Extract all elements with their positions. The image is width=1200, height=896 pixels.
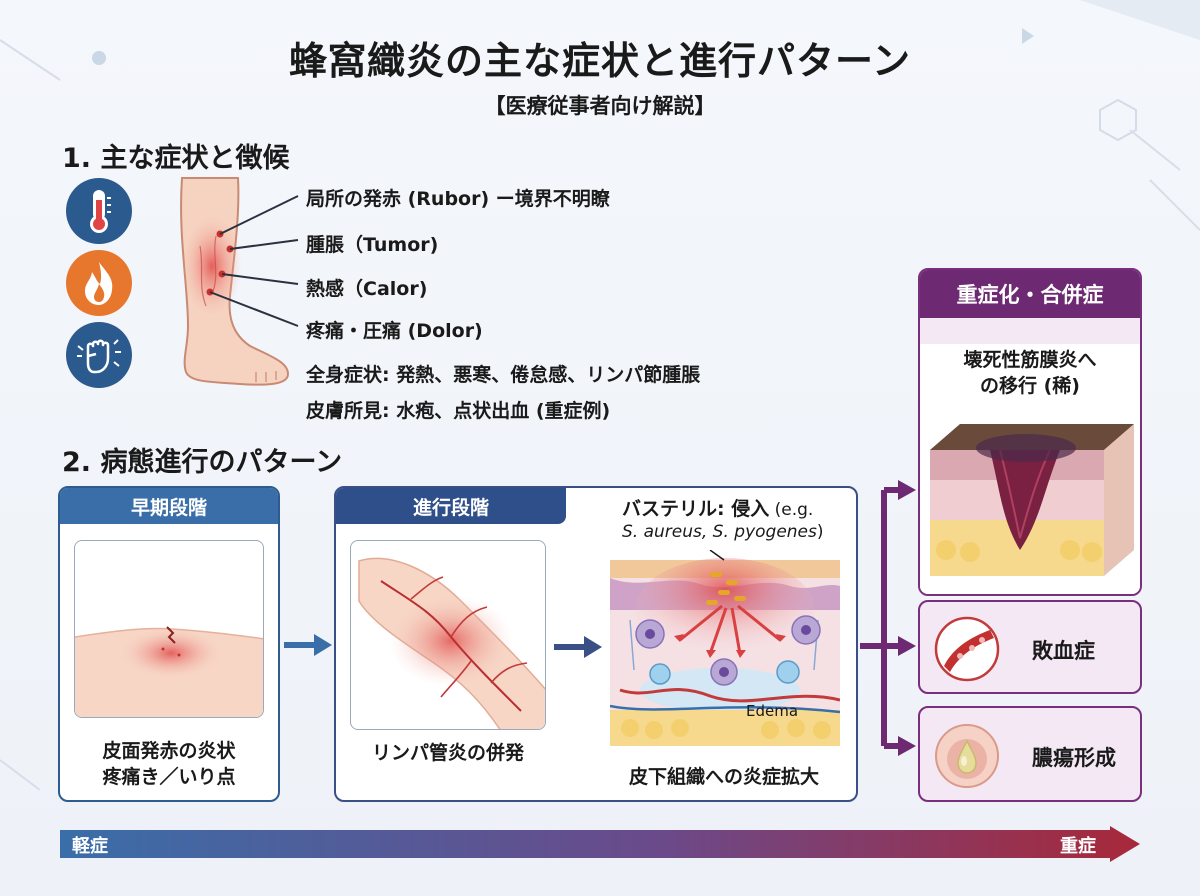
abscess-label: 膿瘍形成 xyxy=(1032,746,1116,770)
early-stage-header: 早期段階 xyxy=(60,488,278,524)
complications-header: 重症化・合併症 xyxy=(920,270,1140,318)
bacteria-eg: (e.g. xyxy=(769,500,814,520)
sepsis-label: 敗血症 xyxy=(1032,639,1095,663)
bacteria-label: バステリル: 侵入 (e.g. xyxy=(622,494,813,521)
advanced-stage-card: 進行段階 リンパ管炎の併発 バステリル: 侵入 (e.g. S. aureus,… xyxy=(334,486,858,802)
bacteria-species-line: S. aureus, S. pyogenes) xyxy=(622,522,824,542)
tissue-spread-caption: 皮下組織への炎症拡大 xyxy=(628,766,819,788)
thermometer-icon xyxy=(66,178,132,244)
severity-mild-label: 軽症 xyxy=(72,836,108,857)
nf-caption-line2: の移行 (稀) xyxy=(980,375,1080,397)
nf-caption-line1: 壊死性筋膜炎へ xyxy=(963,349,1097,371)
arrow-early-to-advanced xyxy=(284,634,332,656)
severity-severe-label: 重症 xyxy=(1060,836,1096,857)
abscess-icon xyxy=(935,724,999,788)
leg-illustration xyxy=(180,177,290,386)
lymphangitis-image xyxy=(350,540,546,730)
symptom-calor: 熱感（Calor) xyxy=(306,278,428,300)
section2-heading: 2. 病態進行のパターン xyxy=(62,447,343,478)
page-title: 蜂窩織炎の主な症状と進行パターン xyxy=(288,39,912,83)
page-subtitle: 【医療従事者向け解説】 xyxy=(484,94,716,118)
branch-arrows xyxy=(860,480,916,756)
section1-heading: 1. 主な症状と徴候 xyxy=(62,143,290,174)
blood-vessel-icon xyxy=(934,616,1000,682)
symptom-tumor: 腫脹（Tumor) xyxy=(306,234,439,256)
skin-cross-section xyxy=(610,550,840,746)
sepsis-box: 敗血症 xyxy=(918,600,1142,694)
bacteria-species: S. aureus, S. pyogenes xyxy=(622,522,817,542)
early-caption-line2: 疼痛き／いり点 xyxy=(102,766,236,788)
early-caption-line1: 皮面発赤の炎状 xyxy=(102,740,236,762)
necrotizing-fasciitis-box: 重症化・合併症 壊死性筋膜炎へ の移行 (稀) xyxy=(918,268,1142,596)
fist-pain-icon xyxy=(66,322,132,388)
flame-icon xyxy=(66,250,132,316)
bacteria-close: ) xyxy=(816,522,824,542)
severity-bar xyxy=(60,826,1140,862)
symptom-rubor: 局所の発赤 (Rubor) ー境界不明瞭 xyxy=(306,188,610,210)
abscess-box: 膿瘍形成 xyxy=(918,706,1142,802)
necrosis-illustration xyxy=(930,424,1134,576)
early-stage-card: 早期段階 皮面発赤の炎状 疼痛き／いり点 xyxy=(58,486,280,802)
advanced-stage-header: 進行段階 xyxy=(336,488,566,524)
edema-label: Edema xyxy=(746,702,799,720)
skin-findings: 皮膚所見: 水疱、点状出血 (重症例) xyxy=(306,400,611,422)
lymphangitis-caption: リンパ管炎の併発 xyxy=(371,742,524,764)
bacteria-title: バステリル: 侵入 xyxy=(622,498,770,520)
arrow-lymph-to-tissue xyxy=(554,636,602,658)
systemic-symptoms: 全身症状: 発熱、悪寒、倦怠感、リンパ節腫脹 xyxy=(306,364,701,386)
symptom-dolor: 疼痛・圧痛 (Dolor) xyxy=(306,320,483,342)
early-stage-image xyxy=(74,540,264,718)
symptom-leader-lines xyxy=(209,195,299,327)
